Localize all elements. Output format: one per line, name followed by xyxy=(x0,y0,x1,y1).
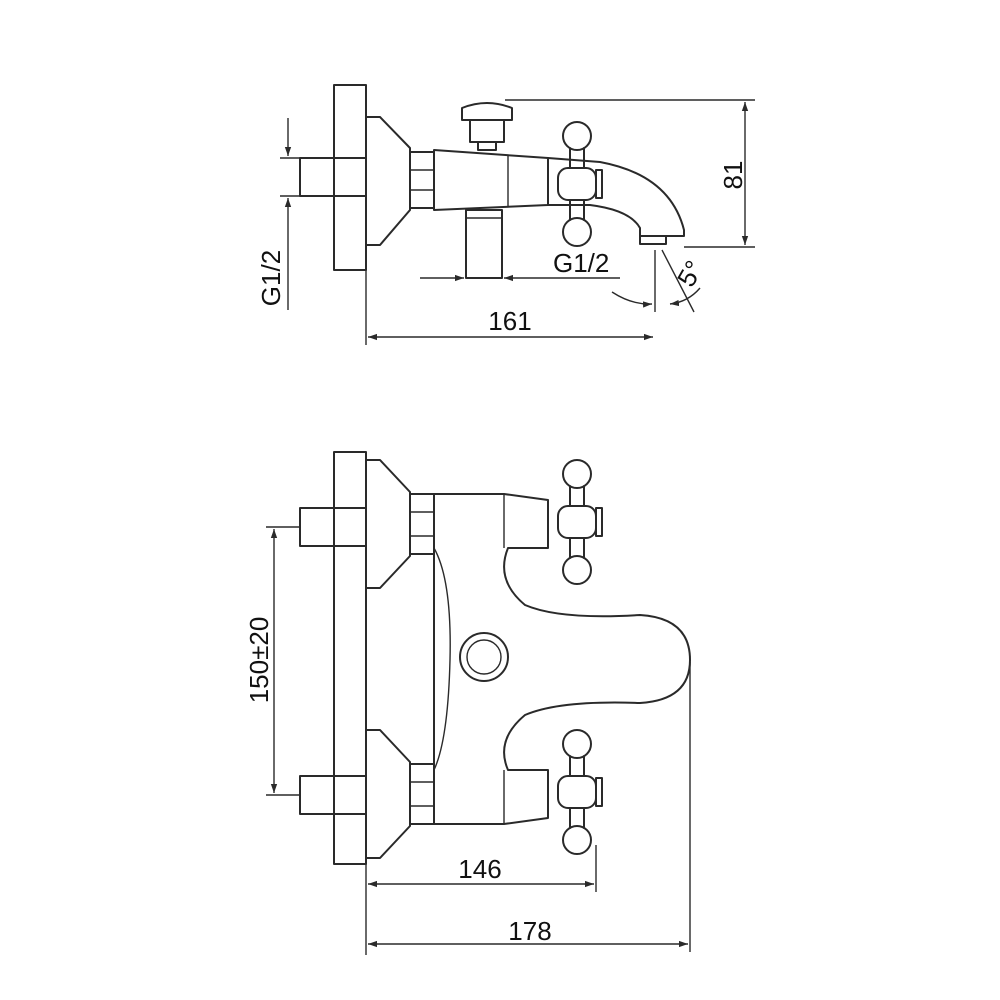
mixer-body-side xyxy=(433,149,549,211)
dim-spacing: 150±20 xyxy=(244,526,300,796)
dim-handle-depth: 146 xyxy=(365,845,597,955)
wall-section-top xyxy=(333,451,367,865)
inlet-thread-label: G1/2 xyxy=(256,250,286,306)
cross-handle-top-lower xyxy=(557,729,603,855)
spacing-label: 150±20 xyxy=(244,617,274,704)
dim-angle: 5° xyxy=(611,249,709,313)
nut-side xyxy=(409,151,435,209)
spout-side xyxy=(547,157,685,237)
escutcheon-side xyxy=(365,116,411,246)
handle-depth-label: 146 xyxy=(458,854,501,884)
diverter-knob-side xyxy=(461,102,513,121)
wall-section-side xyxy=(333,84,367,271)
escutcheon-top-upper xyxy=(365,459,411,589)
cross-handle-side xyxy=(557,121,603,247)
angle-label: 5° xyxy=(671,255,709,292)
side-view: 81 G1/2 G1/2 5° xyxy=(256,84,755,345)
escutcheon-top-lower xyxy=(365,729,411,859)
shower-outlet-side xyxy=(465,209,503,279)
dim-total-depth: 178 xyxy=(368,662,691,952)
dim-outlet-thread: G1/2 xyxy=(420,248,620,282)
dim-width-161: 161 xyxy=(365,270,653,345)
dim-height-81: 81 xyxy=(505,99,755,248)
dim-height-label: 81 xyxy=(718,161,748,190)
total-depth-label: 178 xyxy=(508,916,551,946)
width-label: 161 xyxy=(488,306,531,336)
dim-inlet-thread: G1/2 xyxy=(256,118,300,310)
outlet-thread-label: G1/2 xyxy=(553,248,609,278)
top-view: 150±20 146 178 xyxy=(244,451,691,955)
diverter-knob-top xyxy=(459,632,509,682)
mixer-body-top xyxy=(433,493,691,825)
cross-handle-top-upper xyxy=(557,459,603,585)
